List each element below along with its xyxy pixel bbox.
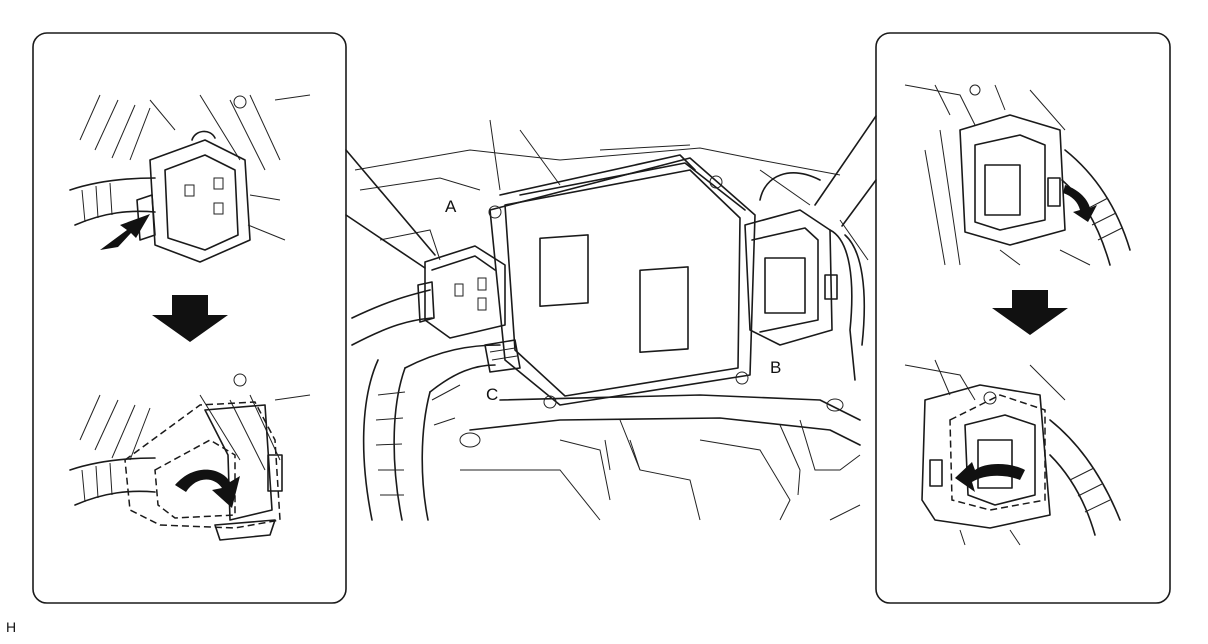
left-top-detail (69, 94, 311, 263)
right-top-detail (904, 84, 1131, 266)
right-down-arrow (992, 290, 1068, 335)
corner-label: H (6, 619, 16, 635)
left-detail-panel (32, 32, 347, 604)
label-b: B (770, 358, 781, 377)
connector-c (484, 339, 521, 373)
connector-b (744, 172, 866, 381)
right-bottom-detail (904, 359, 1121, 546)
callout-lines (345, 115, 877, 269)
left-bottom-detail (69, 373, 311, 541)
connector-a (417, 245, 506, 339)
center-scene: A B C (351, 119, 869, 521)
label-a: A (445, 197, 457, 216)
right-detail-panel (875, 32, 1171, 604)
left-down-arrow (152, 295, 228, 342)
label-c: C (486, 385, 498, 404)
